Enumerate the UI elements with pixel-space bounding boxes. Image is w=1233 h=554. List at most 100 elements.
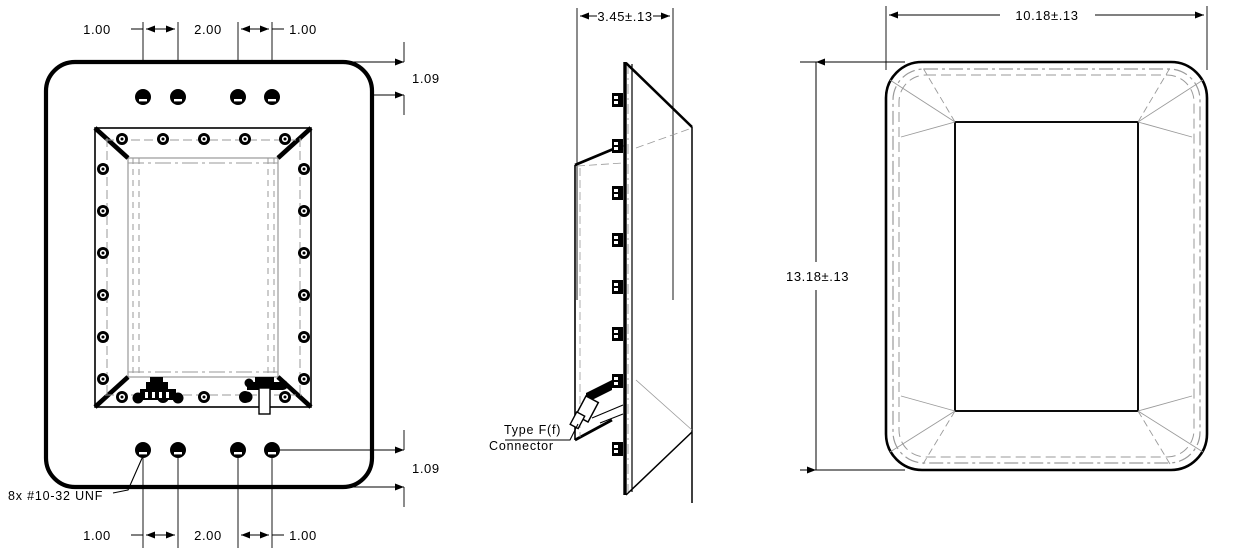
rear-inner-offset bbox=[892, 68, 1201, 464]
frame-screw bbox=[97, 205, 109, 217]
connector-tip bbox=[569, 410, 586, 430]
connector-screw-right3 bbox=[244, 378, 254, 388]
front-view: 1.00 2.00 1.00 1.09 bbox=[8, 22, 439, 548]
connector-body-left bbox=[140, 389, 176, 400]
fold-tr-c bbox=[1137, 121, 1193, 138]
side-bolt-tabs bbox=[612, 93, 623, 456]
connector-slot-l3 bbox=[159, 392, 162, 398]
bolt-tab bbox=[612, 233, 623, 247]
frame-screw bbox=[116, 391, 128, 403]
frame-screw bbox=[157, 133, 169, 145]
rear-inner-offset-2 bbox=[898, 74, 1195, 458]
connector-screw-right bbox=[241, 391, 253, 403]
frame-screw bbox=[97, 247, 109, 259]
mounting-hole-t3 bbox=[230, 89, 246, 105]
corner-fold-tr bbox=[276, 126, 313, 160]
side-view: 3.45±.13 bbox=[489, 8, 693, 503]
connector-cap-left bbox=[146, 382, 168, 390]
side-hidden-top bbox=[635, 127, 693, 149]
side-rear-detail2 bbox=[591, 404, 624, 419]
connector-screw-left bbox=[132, 392, 144, 404]
connector-callout-line1: Type F(f) bbox=[504, 423, 561, 437]
hole-slot-b4 bbox=[268, 452, 276, 455]
connector-flange bbox=[586, 380, 612, 403]
frame-screw bbox=[198, 133, 210, 145]
connector-slot-l2 bbox=[152, 392, 155, 398]
fold-br-c bbox=[1137, 395, 1193, 412]
mounting-hole-b1 bbox=[135, 442, 151, 458]
mounting-hole-t1 bbox=[135, 89, 151, 105]
frame-screw bbox=[97, 289, 109, 301]
inner-frame-opening bbox=[127, 157, 279, 378]
inner-frame-screws-top bbox=[116, 133, 291, 145]
mounting-hole-b3 bbox=[230, 442, 246, 458]
thread-callout-label: 8x #10-32 UNF bbox=[8, 489, 103, 503]
front-inner-frame bbox=[93, 126, 313, 415]
front-connector-assembly-right bbox=[241, 377, 288, 415]
side-wedge-bottom bbox=[625, 431, 693, 496]
hole-slot-t4 bbox=[268, 99, 276, 102]
rear-width-dim: 10.18±.13 bbox=[1015, 8, 1078, 23]
frame-screw bbox=[298, 289, 310, 301]
frame-screw bbox=[97, 373, 109, 385]
frame-screw bbox=[239, 133, 251, 145]
hole-slot-t2 bbox=[174, 99, 182, 102]
inner-frame-screws-left bbox=[97, 163, 109, 385]
top-dim-3: 1.00 bbox=[289, 22, 317, 37]
bottom-dim-2: 2.00 bbox=[194, 528, 222, 543]
bolt-tab bbox=[612, 139, 623, 153]
corner-fold-tl bbox=[93, 126, 130, 160]
bolt-tab bbox=[612, 280, 623, 294]
frame-screw bbox=[298, 205, 310, 217]
bolt-tab bbox=[612, 186, 623, 200]
frame-screw bbox=[279, 391, 291, 403]
front-connector-assembly-left bbox=[132, 377, 184, 404]
mounting-hole-b2 bbox=[170, 442, 186, 458]
connector-leader-line bbox=[505, 423, 579, 441]
frame-screw bbox=[97, 163, 109, 175]
fold-bl-a bbox=[889, 410, 956, 453]
rear-central-recess bbox=[954, 121, 1139, 412]
inner-frame-outer bbox=[94, 127, 312, 408]
hole-slot-b1 bbox=[139, 452, 147, 455]
corner-fold-bl bbox=[93, 375, 130, 409]
connector-cap-right bbox=[255, 377, 274, 384]
rear-width-extension-lines bbox=[885, 6, 1208, 70]
fold-tr-a bbox=[1137, 79, 1204, 123]
connector-slot-l1 bbox=[145, 392, 148, 398]
side-hidden-bottom bbox=[635, 379, 693, 431]
frame-screw bbox=[279, 133, 291, 145]
side-rear-bottom-fold bbox=[574, 418, 613, 442]
side-depth-extension-lines bbox=[576, 8, 674, 300]
front-bottom-extension-lines bbox=[142, 458, 273, 548]
connector-body-right bbox=[247, 382, 283, 390]
connector-callout-line2: Connector bbox=[489, 439, 554, 453]
bottom-dim-1: 1.00 bbox=[83, 528, 111, 543]
side-rear-hidden-top bbox=[576, 162, 624, 167]
bottom-dim-3: 1.00 bbox=[289, 528, 317, 543]
front-top-mounting-holes bbox=[135, 89, 280, 105]
bolt-tab bbox=[612, 93, 623, 107]
rear-body-geometry bbox=[884, 60, 1209, 472]
front-bottom-offset-dimension bbox=[272, 430, 405, 507]
bolt-tab bbox=[612, 442, 623, 456]
connector-slot-l4 bbox=[166, 392, 169, 398]
connector-screw-right2 bbox=[278, 380, 288, 390]
frame-screw bbox=[97, 331, 109, 343]
rear-outer-shell bbox=[884, 60, 1209, 472]
connector-barrel-right bbox=[258, 387, 271, 415]
fold-br-a bbox=[1137, 410, 1204, 453]
top-dim-2: 2.00 bbox=[194, 22, 222, 37]
side-type-f-connector bbox=[569, 380, 612, 430]
side-rear-detail bbox=[599, 413, 624, 424]
hole-slot-t3 bbox=[234, 99, 242, 102]
rear-height-dim: 13.18±.13 bbox=[786, 269, 849, 284]
frame-screw bbox=[298, 331, 310, 343]
frame-screw bbox=[198, 391, 210, 403]
side-panel-geometry bbox=[569, 62, 693, 503]
top-dim-1: 1.00 bbox=[83, 22, 111, 37]
frame-screw bbox=[298, 373, 310, 385]
inner-frame-screws-right bbox=[298, 163, 310, 385]
